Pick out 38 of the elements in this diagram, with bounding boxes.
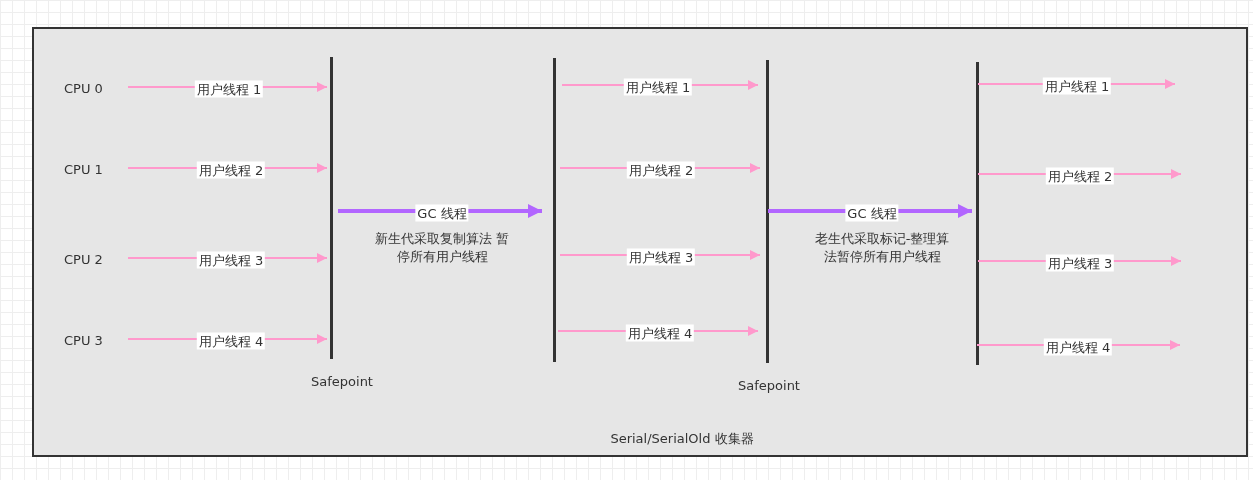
edge-label: 用户线程 3 bbox=[626, 248, 696, 266]
arrow bbox=[127, 82, 328, 92]
arrow bbox=[127, 163, 328, 173]
edge-label: 用户线程 4 bbox=[196, 332, 266, 350]
cpu-label: CPU 0 bbox=[64, 80, 103, 98]
cpu-label: CPU 1 bbox=[64, 161, 103, 179]
edge-label: 用户线程 2 bbox=[196, 161, 266, 179]
cpu-label: CPU 3 bbox=[64, 332, 103, 350]
safepoint-label: Safepoint bbox=[738, 377, 800, 393]
arrow bbox=[559, 163, 761, 173]
edge-label: 用户线程 1 bbox=[194, 80, 264, 98]
edge-label: GC 线程 bbox=[415, 204, 469, 222]
edge-label: 用户线程 1 bbox=[1042, 77, 1112, 95]
arrow bbox=[977, 79, 1176, 89]
edge-label: 用户线程 4 bbox=[625, 324, 695, 342]
arrow bbox=[127, 334, 328, 344]
arrow bbox=[977, 256, 1182, 266]
edge-label: 用户线程 2 bbox=[1045, 167, 1115, 185]
arrow bbox=[338, 204, 542, 218]
arrow bbox=[127, 253, 328, 263]
edge-label: GC 线程 bbox=[845, 204, 899, 222]
note-text: 老生代采取标记-整理算法暂停所有用户线程 bbox=[813, 230, 951, 266]
safepoint-label: Safepoint bbox=[311, 373, 373, 389]
cpu-label: CPU 2 bbox=[64, 251, 103, 269]
arrow bbox=[768, 204, 972, 218]
edge-label: 用户线程 3 bbox=[196, 251, 266, 269]
note-text: 新生代采取复制算法 暂停所有用户线程 bbox=[373, 230, 511, 266]
edge-label: 用户线程 4 bbox=[1043, 338, 1113, 356]
edge-label: 用户线程 3 bbox=[1045, 254, 1115, 272]
arrow bbox=[976, 340, 1181, 350]
caption-text: Serial/SerialOld 收集器 bbox=[610, 430, 754, 448]
edge-label: 用户线程 2 bbox=[626, 161, 696, 179]
arrow bbox=[557, 326, 759, 336]
arrow bbox=[559, 250, 761, 260]
arrow bbox=[977, 169, 1182, 179]
edge-label: 用户线程 1 bbox=[623, 78, 693, 96]
arrow bbox=[561, 80, 759, 90]
diagram-panel bbox=[32, 27, 1248, 457]
